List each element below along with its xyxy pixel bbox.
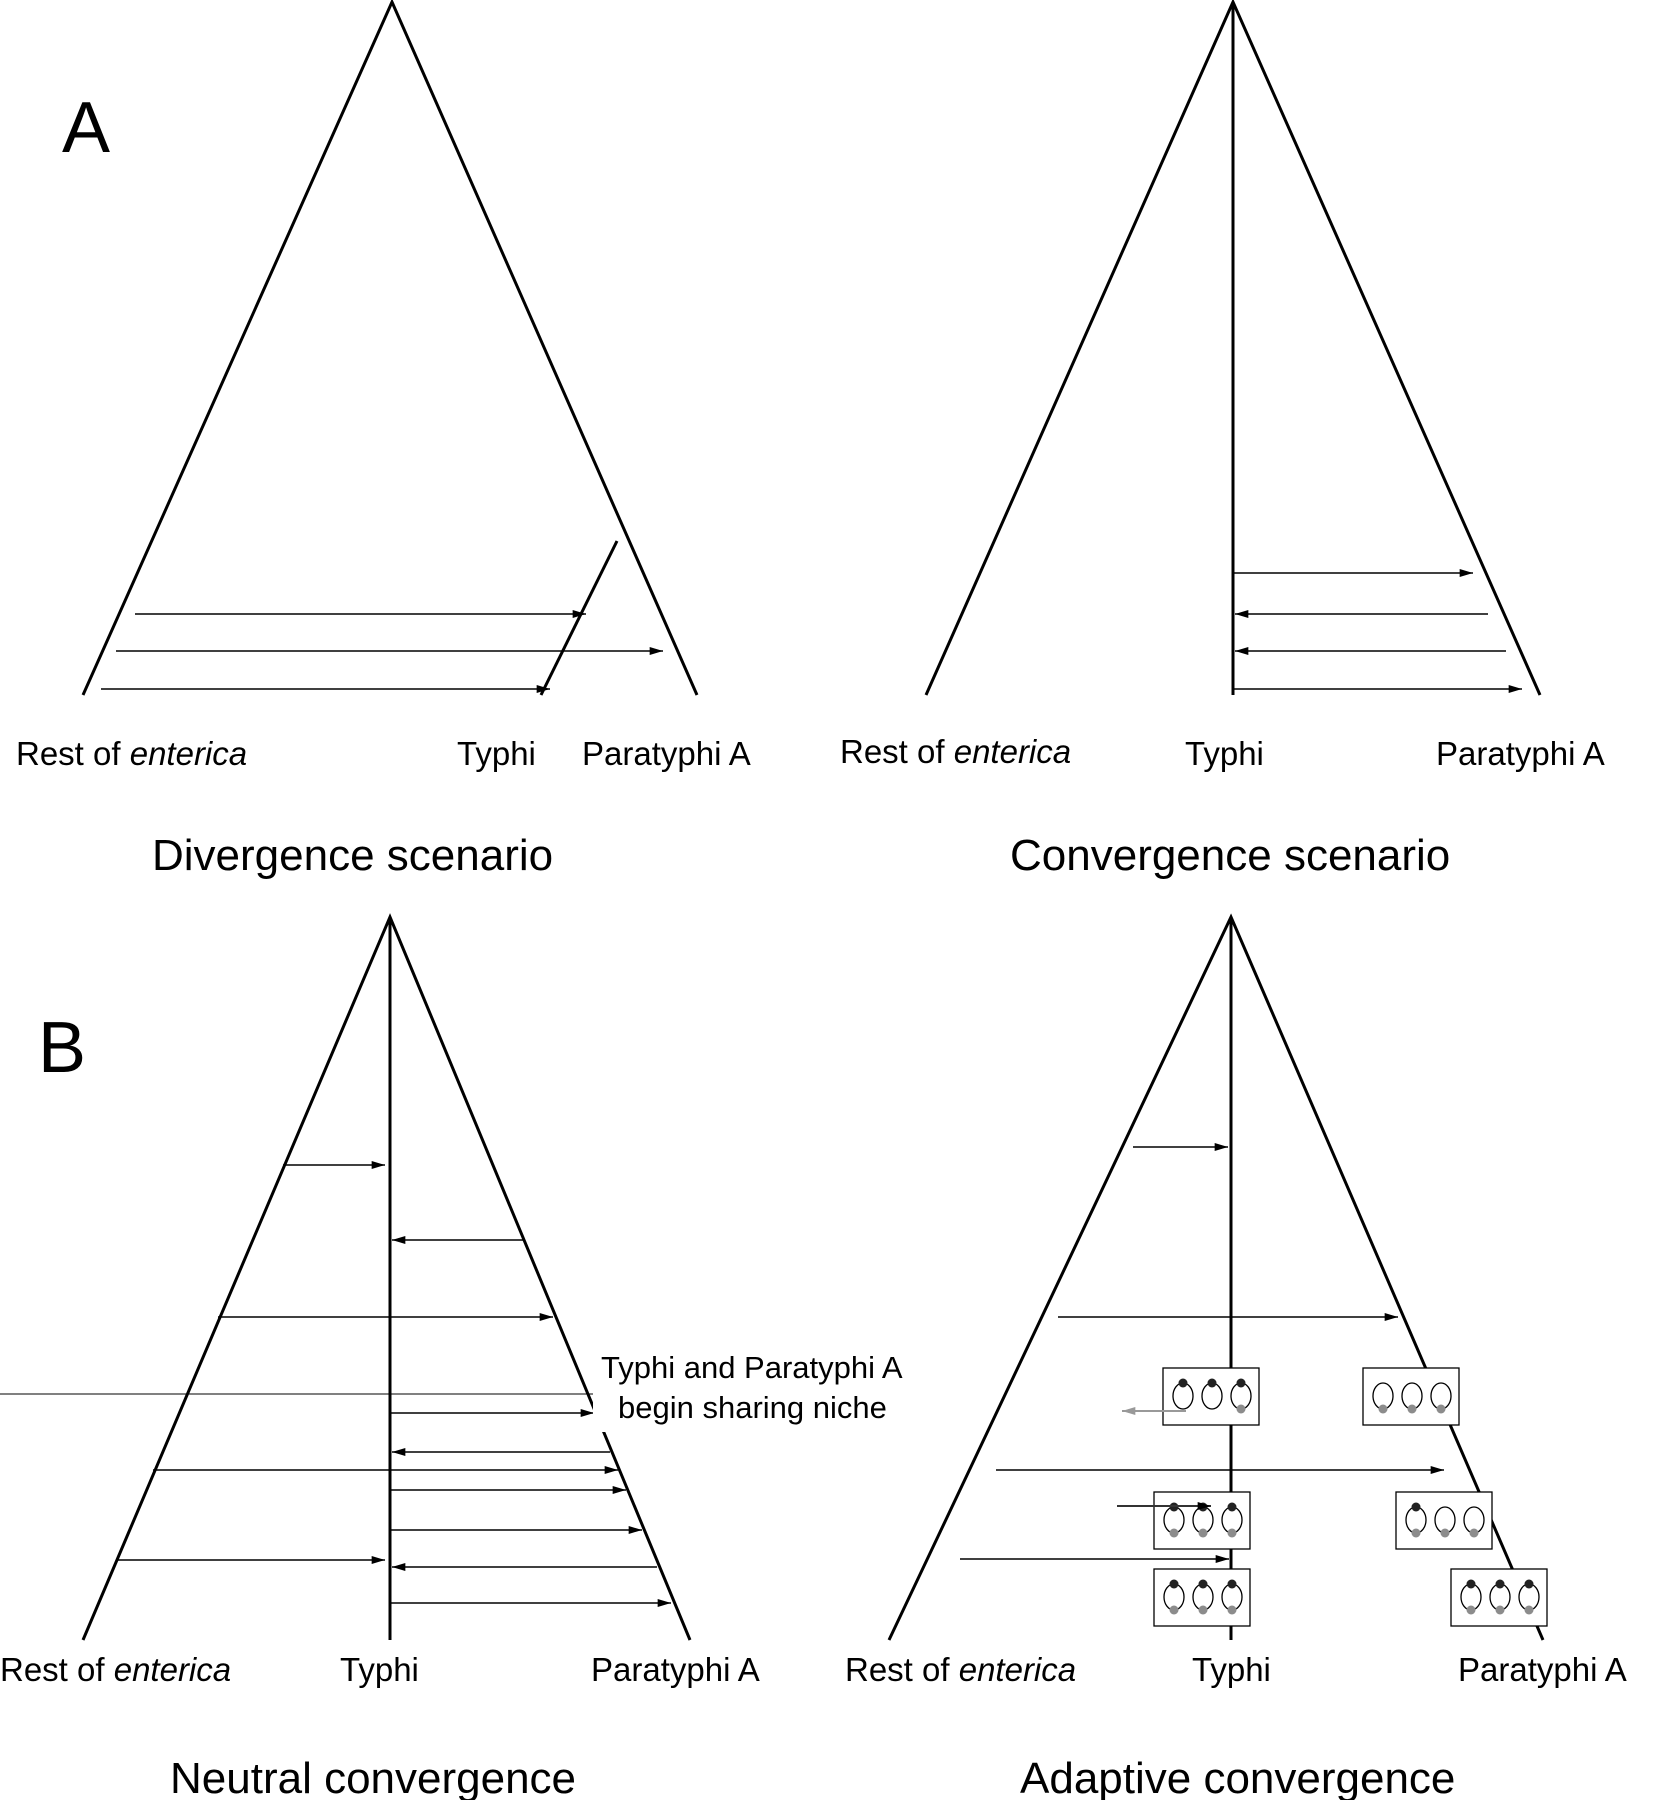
annotation-line-2: begin sharing niche	[618, 1390, 887, 1425]
grey-allele-dot	[1436, 1404, 1446, 1414]
grey-allele-dot	[1407, 1404, 1417, 1414]
caption-divergence: Divergence scenario	[152, 831, 553, 880]
caption-neutral: Neutral convergence	[170, 1754, 576, 1800]
taxon-label-rest: Rest of enterica	[0, 1651, 231, 1688]
genome-box	[1362, 1367, 1460, 1426]
grey-allele-dot	[1236, 1404, 1246, 1414]
adaptive-convergence-panel: Rest of enterica Typhi Paratyphi A Adapt…	[845, 913, 1627, 1800]
grey-allele-dot	[1227, 1605, 1237, 1615]
taxon-label-paratyphi: Paratyphi A	[582, 735, 751, 772]
transfer-arrows	[101, 610, 664, 693]
dark-allele-dot	[1169, 1579, 1179, 1589]
divergence-panel: A Rest of enterica Typhi Paratyphi A Div…	[16, 0, 751, 880]
tree-outer-branches	[81, 913, 692, 1641]
dark-allele-dot	[1198, 1579, 1208, 1589]
taxon-label-typhi: Typhi	[1185, 735, 1264, 772]
taxon-label-rest: Rest of enterica	[16, 735, 247, 772]
convergence-panel: Rest of enterica Typhi Paratyphi A Conve…	[840, 0, 1605, 880]
taxon-label-typhi: Typhi	[340, 1651, 419, 1688]
taxon-label-paratyphi: Paratyphi A	[1436, 735, 1605, 772]
annotation-line-1: Typhi and Paratyphi A	[601, 1350, 903, 1385]
taxon-label-typhi: Typhi	[1192, 1651, 1271, 1688]
tree-outer-branches	[81, 0, 699, 696]
dark-allele-dot	[1466, 1579, 1476, 1589]
genome-box	[1153, 1491, 1251, 1550]
grey-allele-dot	[1411, 1528, 1421, 1538]
genome-box	[1395, 1491, 1493, 1550]
grey-allele-dot	[1198, 1605, 1208, 1615]
genome-box	[1153, 1568, 1251, 1627]
grey-allele-dot	[1169, 1528, 1179, 1538]
genome-boxes	[1153, 1367, 1548, 1627]
grey-allele-dot	[1378, 1404, 1388, 1414]
genome-box	[1450, 1568, 1548, 1627]
caption-adaptive: Adaptive convergence	[1020, 1754, 1455, 1800]
dark-allele-dot	[1524, 1579, 1534, 1589]
dark-allele-dot	[1227, 1502, 1237, 1512]
neutral-convergence-panel: B Typhi and Paratyphi A begin sharing ni…	[0, 913, 903, 1800]
grey-allele-dot	[1495, 1605, 1505, 1615]
taxon-label-rest: Rest of enterica	[840, 733, 1071, 770]
dark-allele-dot	[1495, 1579, 1505, 1589]
taxon-label-paratyphi: Paratyphi A	[1458, 1651, 1627, 1688]
panel-label-a: A	[62, 88, 110, 168]
grey-allele-dot	[1466, 1605, 1476, 1615]
dark-allele-dot	[1207, 1378, 1217, 1388]
caption-convergence: Convergence scenario	[1010, 831, 1450, 880]
grey-allele-dot	[1169, 1605, 1179, 1615]
grey-allele-dot	[1227, 1528, 1237, 1538]
dark-allele-dot	[1227, 1579, 1237, 1589]
panel-label-b: B	[38, 1008, 86, 1088]
transfer-arrows	[117, 1161, 672, 1607]
dark-allele-dot	[1236, 1378, 1246, 1388]
typhi-branch	[539, 540, 619, 696]
dark-allele-dot	[1178, 1378, 1188, 1388]
grey-allele-dot	[1524, 1605, 1534, 1615]
taxon-label-paratyphi: Paratyphi A	[591, 1651, 760, 1688]
dark-allele-dot	[1411, 1502, 1421, 1512]
grey-allele-dot	[1469, 1528, 1479, 1538]
transfer-arrows	[960, 1143, 1444, 1563]
grey-allele-dot	[1440, 1528, 1450, 1538]
taxon-label-rest: Rest of enterica	[845, 1651, 1076, 1688]
grey-allele-dot	[1198, 1528, 1208, 1538]
transfer-arrows	[1233, 569, 1522, 693]
genome-box	[1162, 1367, 1260, 1426]
annotation-backdrop	[593, 1348, 849, 1432]
taxon-label-typhi: Typhi	[457, 735, 536, 772]
